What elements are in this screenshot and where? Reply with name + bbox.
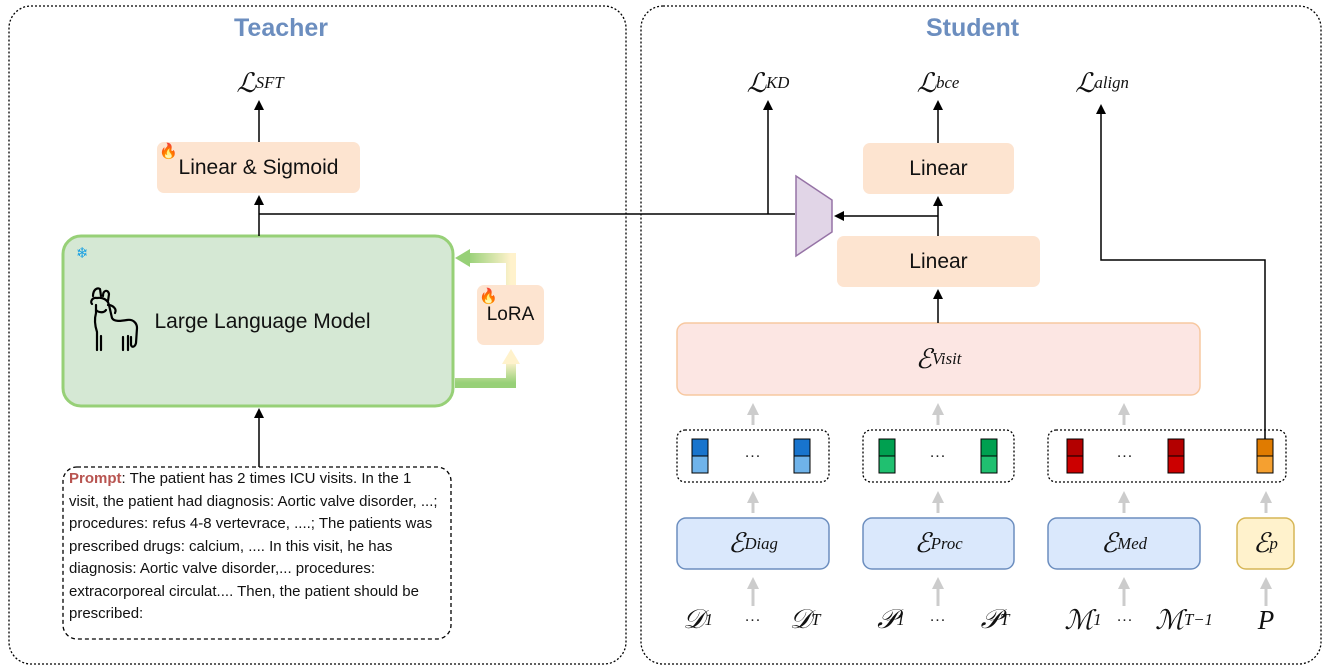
faded-arrows — [747, 403, 1272, 606]
proc-token-1 — [878, 438, 896, 474]
linear-sigmoid-label: Linear & Sigmoid — [178, 155, 339, 179]
patient-label: P — [1257, 604, 1275, 635]
med-encoder-box — [1047, 517, 1201, 570]
proc-token-group — [862, 429, 1015, 483]
llm-box — [61, 234, 455, 408]
lora-input-arrowhead — [502, 349, 520, 364]
llama-icon — [90, 287, 139, 352]
patient-encoder-box — [1236, 517, 1295, 570]
med-seq-ellipsis: ... — [1116, 608, 1134, 625]
teacher-title: Teacher — [234, 14, 329, 42]
lora-return-arrowhead — [455, 249, 470, 267]
diag-token-ellipsis: ... — [744, 444, 762, 461]
linear-bottom-label: Linear — [909, 249, 968, 273]
med-token-t — [1167, 438, 1185, 474]
diag-encoder-box — [676, 517, 830, 570]
lora-box — [477, 285, 544, 345]
med-patient-token-group — [1047, 429, 1287, 483]
diag-token-t — [793, 438, 811, 474]
med-token-ellipsis: ... — [1116, 444, 1134, 461]
fire-icon: 🔥 — [479, 288, 498, 305]
lora-input-arrow — [455, 362, 516, 388]
diag-token-1 — [691, 438, 709, 474]
llm-label: Large Language Model — [154, 310, 371, 333]
prompt-text: : The patient has 2 times ICU visits. In… — [69, 470, 438, 622]
prompt-text-block: Prompt: The patient has 2 times ICU visi… — [63, 467, 451, 639]
diag-token-group — [676, 429, 830, 483]
linear-top-label: Linear — [909, 156, 968, 180]
student-title: Student — [926, 14, 1020, 42]
linear-bottom-box — [837, 236, 1040, 287]
arrow-patient-to-align — [1096, 104, 1266, 441]
med-token-1 — [1066, 438, 1084, 474]
lora-return-arrow — [468, 253, 516, 285]
proc-encoder-box — [862, 517, 1015, 570]
patient-token — [1256, 438, 1274, 474]
diag-seq-ellipsis: ... — [744, 608, 762, 625]
prompt-key: Prompt — [69, 470, 122, 487]
fire-icon: 🔥 — [159, 143, 178, 160]
lora-label: LoRA — [486, 304, 535, 325]
proc-token-t — [980, 438, 998, 474]
projector-trapezoid — [795, 174, 833, 258]
linear-sigmoid-box — [157, 142, 360, 193]
prompt-box-border — [62, 466, 452, 640]
proc-token-ellipsis: ... — [929, 444, 947, 461]
proc-seq-ellipsis: ... — [929, 608, 947, 625]
student-panel — [640, 5, 1322, 665]
linear-top-box — [863, 143, 1014, 194]
snowflake-icon: ❄ — [76, 245, 89, 262]
